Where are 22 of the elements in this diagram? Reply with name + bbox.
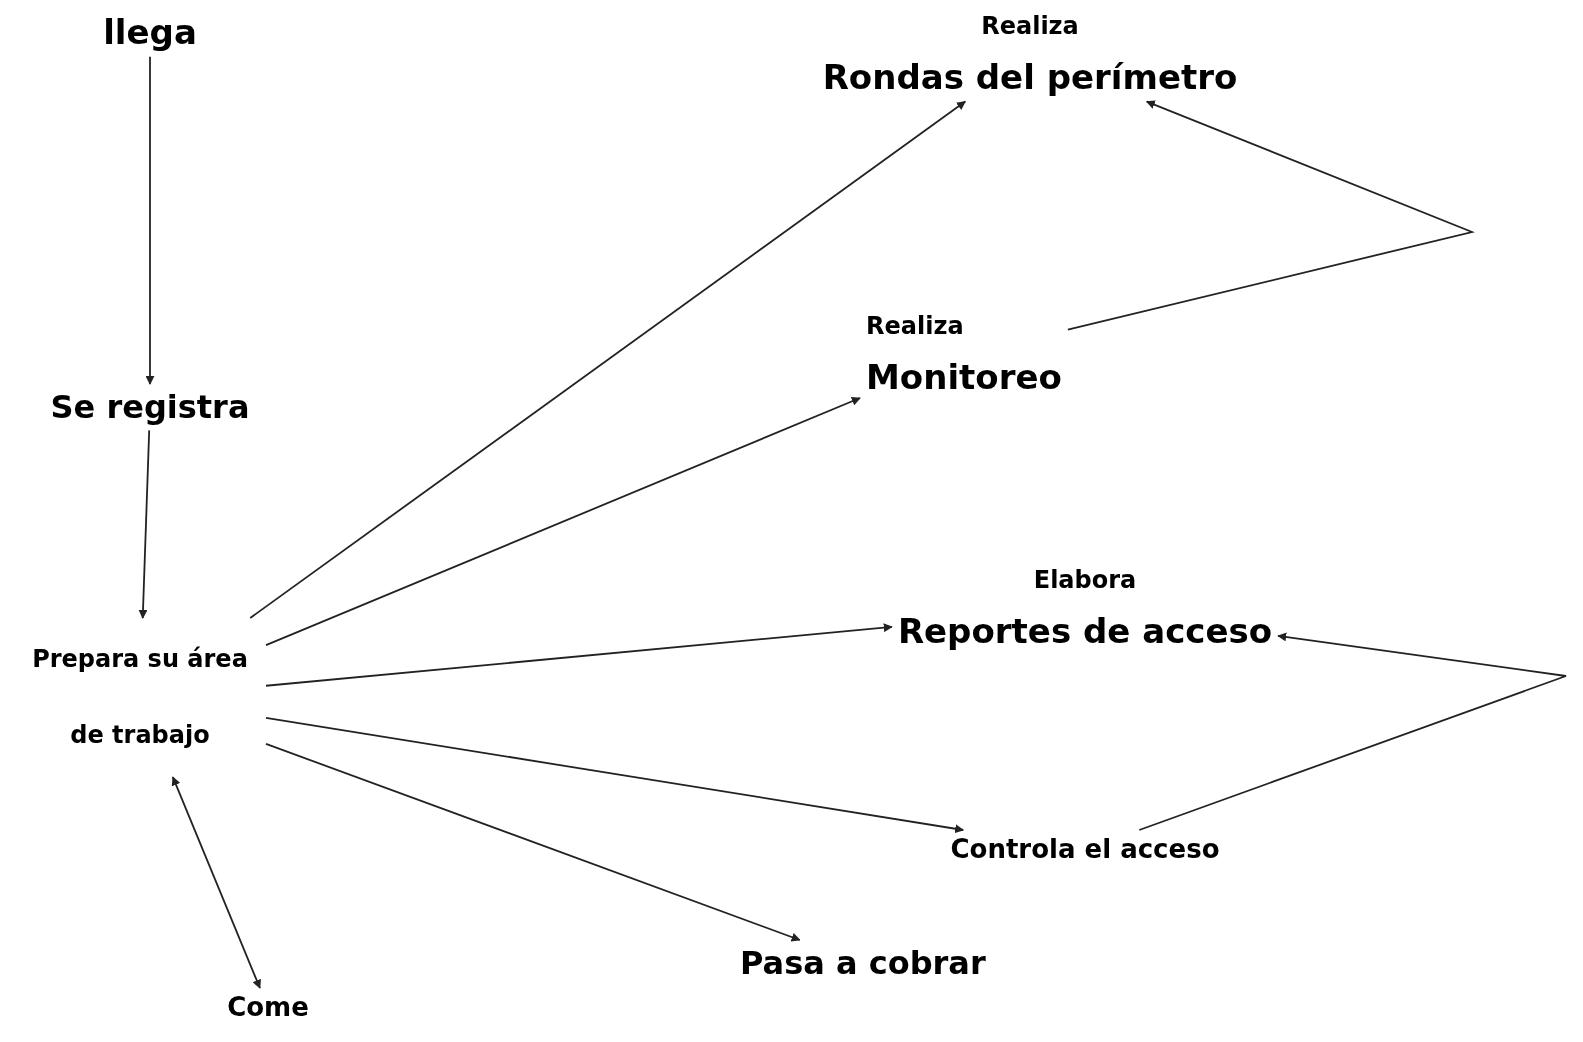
arrow bbox=[265, 397, 861, 647]
step-label: Se registra bbox=[50, 388, 250, 427]
arrow bbox=[1138, 632, 1567, 831]
action-label: Realiza bbox=[866, 312, 964, 341]
action-label: Elabora bbox=[1033, 566, 1137, 595]
step-label: Controla el acceso bbox=[950, 834, 1220, 866]
step-label: Come bbox=[227, 992, 309, 1024]
action-label: Realiza bbox=[981, 12, 1079, 41]
arrow bbox=[138, 429, 151, 619]
step-label: Reportes de acceso bbox=[897, 610, 1273, 652]
arrow bbox=[249, 100, 967, 619]
step-label: Monitoreo bbox=[866, 356, 1062, 398]
arrow bbox=[171, 776, 261, 989]
arrow bbox=[265, 716, 965, 834]
arrow bbox=[265, 743, 801, 942]
arrow bbox=[1066, 100, 1475, 331]
arrow bbox=[265, 623, 893, 687]
step-label: Pasa a cobrar bbox=[740, 944, 986, 983]
arrow bbox=[145, 55, 155, 385]
step-label: llega bbox=[103, 12, 197, 53]
step-label: Rondas del perímetro bbox=[822, 56, 1238, 98]
step-label: Prepara su área de trabajo bbox=[31, 644, 249, 751]
